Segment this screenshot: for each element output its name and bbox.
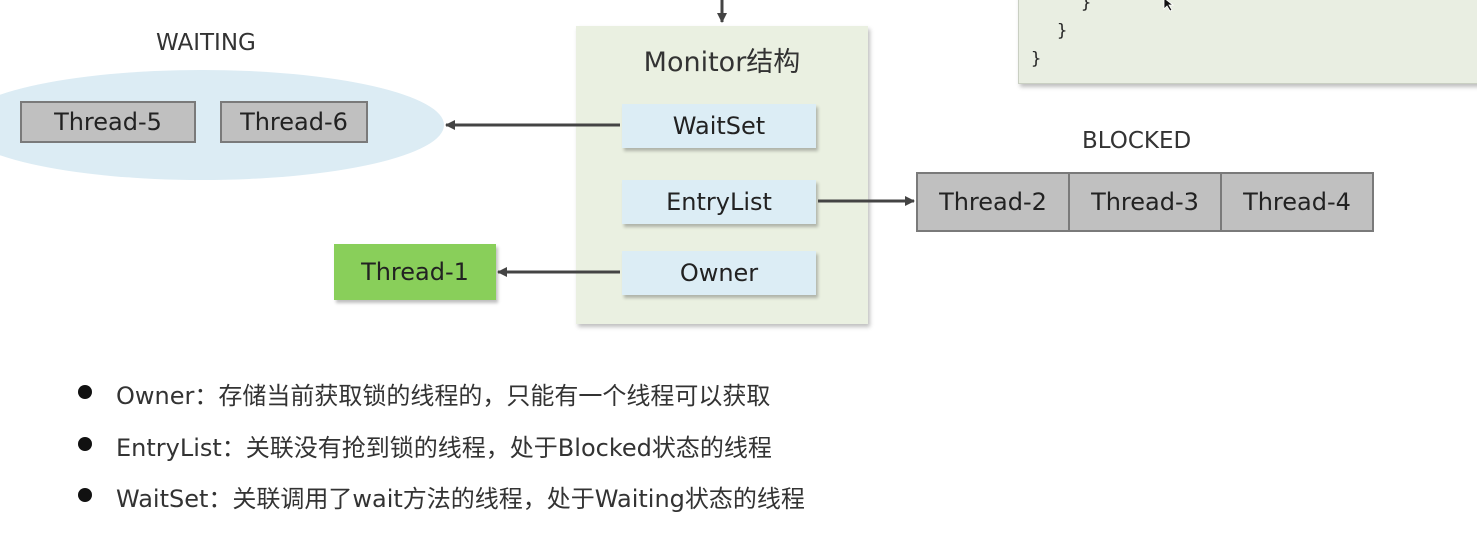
code-line: } [1057, 21, 1068, 41]
entrylist-slot: EntryList [622, 180, 816, 224]
bullet-dot [78, 488, 92, 502]
cursor-icon [1163, 0, 1175, 12]
owner-slot: Owner [622, 251, 816, 295]
thread-box: Thread-6 [220, 101, 368, 143]
waiting-label: WAITING [156, 30, 256, 56]
owner-thread-box: Thread-1 [334, 244, 496, 300]
monitor-structure: Monitor结构 WaitSet EntryList Owner [576, 26, 868, 324]
code-line: } [1081, 0, 1092, 13]
waitset-slot: WaitSet [622, 104, 816, 148]
thread-box: Thread-3 [1068, 172, 1222, 232]
bullet-text: EntryList：关联没有抢到锁的线程，处于Blocked状态的线程 [116, 434, 772, 462]
thread-box: Thread-2 [916, 172, 1070, 232]
blocked-label: BLOCKED [1082, 128, 1192, 154]
thread-box: Thread-4 [1220, 172, 1374, 232]
thread-box: Thread-5 [20, 101, 196, 143]
bullet-dot [78, 385, 92, 399]
code-line: } [1031, 49, 1042, 69]
bullet-text: WaitSet：关联调用了wait方法的线程，处于Waiting状态的线程 [116, 485, 805, 513]
code-snippet: } } } [1018, 0, 1477, 84]
bullet-dot [78, 437, 92, 451]
monitor-title: Monitor结构 [643, 47, 801, 78]
bullet-text: Owner：存储当前获取锁的线程的，只能有一个线程可以获取 [116, 382, 771, 410]
